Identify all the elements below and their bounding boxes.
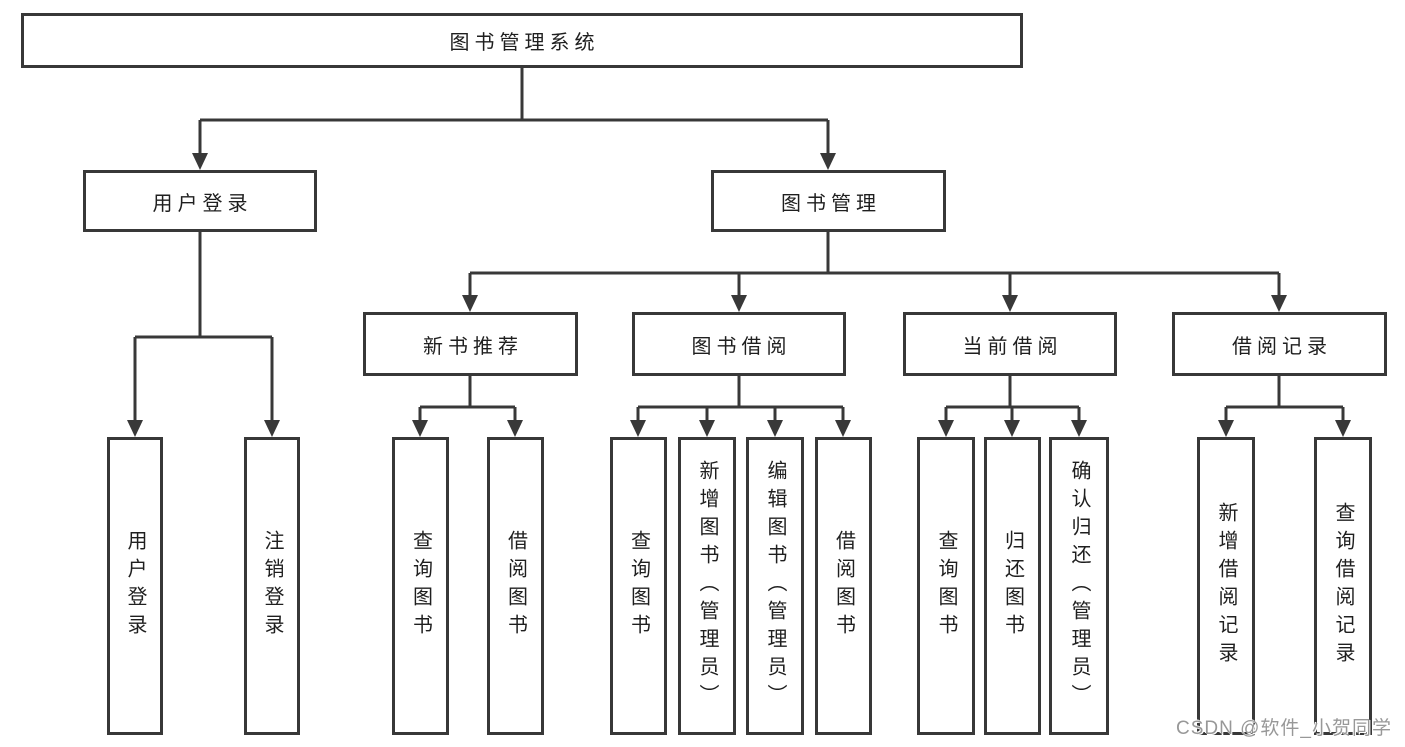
watermark: CSDN @软件_小贺同学 (1176, 718, 1392, 739)
leaf-return-books: 归还图书 (984, 437, 1041, 735)
leaf-add-borrow-record: 新增借阅记录 (1197, 437, 1255, 735)
node-current-borrowing: 当前借阅 (903, 312, 1117, 376)
leaf-borrow-books-recommend: 借阅图书 (487, 437, 544, 735)
node-new-book-recommendation: 新书推荐 (363, 312, 578, 376)
node-library-management-system: 图书管理系统 (21, 13, 1023, 68)
connector-borrowing-to-leaves (636, 376, 845, 421)
leaf-confirm-return-admin: 确认归还（管理员） (1049, 437, 1109, 735)
leaf-query-books-current: 查询图书 (917, 437, 975, 735)
connector-bookmgmt-to-level3 (468, 232, 1281, 296)
connector-recommend-to-leaves (418, 376, 517, 421)
arrowheads (127, 153, 1351, 437)
connector-records-to-leaves (1224, 376, 1345, 421)
connector-userlogin-to-leaves (133, 232, 274, 421)
connector-root-to-level2 (198, 68, 830, 154)
leaf-edit-books-admin: 编辑图书（管理员） (746, 437, 804, 735)
node-borrowing-records: 借阅记录 (1172, 312, 1387, 376)
leaf-borrow-books-borrowing: 借阅图书 (815, 437, 872, 735)
leaf-user-login: 用户登录 (107, 437, 163, 735)
node-book-borrowing: 图书借阅 (632, 312, 846, 376)
node-user-login: 用户登录 (83, 170, 317, 232)
leaf-query-books-borrowing: 查询图书 (610, 437, 667, 735)
leaf-logout: 注销登录 (244, 437, 300, 735)
leaf-add-books-admin: 新增图书（管理员） (678, 437, 736, 735)
connector-paths (133, 68, 1345, 421)
connector-current-to-leaves (944, 376, 1081, 421)
leaf-query-borrow-record: 查询借阅记录 (1314, 437, 1372, 735)
node-book-management: 图书管理 (711, 170, 946, 232)
leaf-query-books-recommend: 查询图书 (392, 437, 449, 735)
